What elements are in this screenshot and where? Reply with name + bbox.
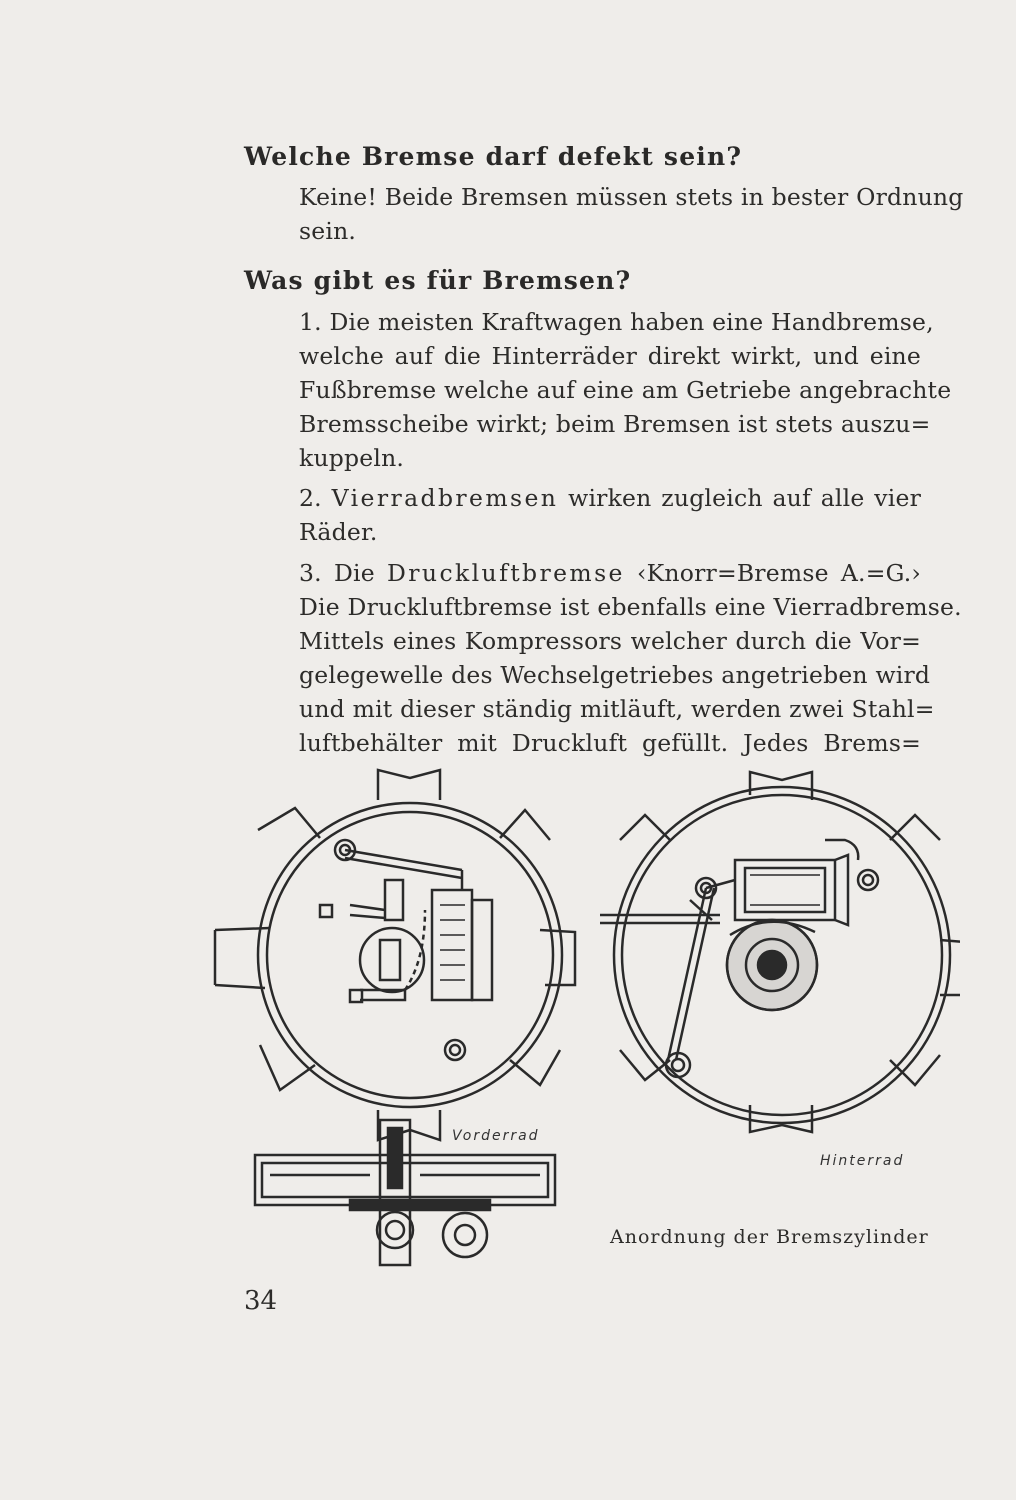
term-druckluftbremse: Druckluftbremse [387,559,625,587]
front-wheel-drawing [213,768,577,1142]
paragraph-1: 1. Die meisten Kraftwagen haben eine Han… [299,305,952,475]
answer-1: Keine! Beide Bremsen müssen stets in bes… [299,180,964,248]
paragraph-line: luftbehälter mit Druckluft gefüllt. Jede… [299,729,921,757]
paragraph-text: ‹Knorr=Bremse A.=G.› [637,559,922,587]
paragraph-2: 2. Vierradbremsen wirken zugleich auf al… [299,481,921,549]
paragraph-line: Die Druckluftbremse ist ebenfalls eine V… [299,593,962,621]
answer-1-line: sein. [299,217,357,245]
paragraph-line: 3. Die Druckluftbremse ‹Knorr=Bremse A.=… [299,556,921,590]
paragraph-line: 1. Die meisten Kraftwagen haben eine Han… [299,308,934,336]
figure-caption: Anordnung der Bremszylinder [610,1226,929,1248]
paragraph-3: 3. Die Druckluftbremse ‹Knorr=Bremse A.=… [299,556,962,760]
question-heading-2: Was gibt es für Bremsen? [244,266,632,295]
paragraph-line: Mittels eines Kompressors welcher durch … [299,627,921,655]
paragraph-line: und mit dieser ständig mitläuft, werden … [299,695,935,723]
page-number: 34 [244,1286,278,1316]
paragraph-line: welche auf die Hinterräder direkt wirkt,… [299,342,921,370]
item-number: 3. Die [299,559,375,587]
brake-diagram-svg [213,768,960,1267]
paragraph-line: Bremsscheibe wirkt; beim Bremsen ist ste… [299,410,931,438]
section-view-drawing [253,1118,557,1267]
brake-cylinder-illustration: Vorderrad Hinterrad [200,760,960,1280]
paragraph-line: Fußbremse welche auf eine am Getriebe an… [299,376,952,404]
answer-1-line: Keine! Beide Bremsen müssen stets in bes… [299,183,964,211]
question-heading-1: Welche Bremse darf defekt sein? [244,142,743,171]
rear-wheel-label: Hinterrad [820,1153,905,1169]
paragraph-line: 2. Vierradbremsen wirken zugleich auf al… [299,481,921,515]
paragraph-line: Räder. [299,518,378,546]
paragraph-text: wirken zugleich auf alle vier [568,484,922,512]
rear-wheel-drawing [600,770,960,1134]
paragraph-line: gelegewelle des Wechselgetriebes angetri… [299,661,931,689]
item-number: 2. [299,484,322,512]
front-wheel-label: Vorderrad [452,1128,540,1144]
paragraph-line: kuppeln. [299,444,405,472]
term-vierradbremsen: Vierradbremsen [331,484,559,512]
